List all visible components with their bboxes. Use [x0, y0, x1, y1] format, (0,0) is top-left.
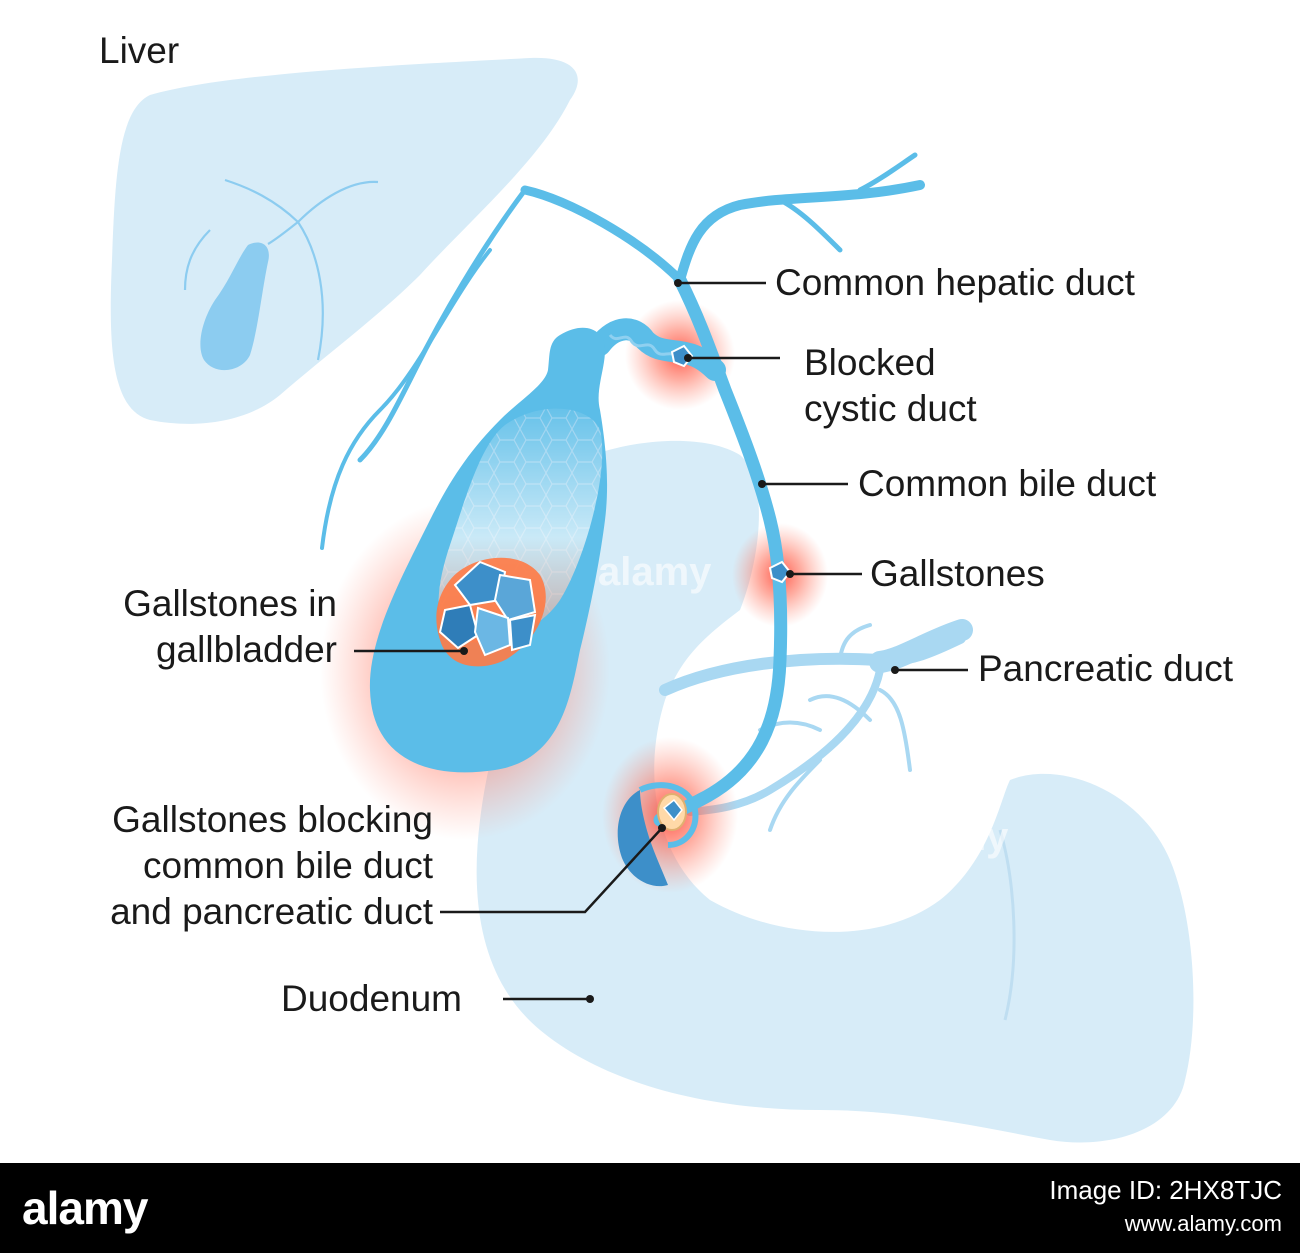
label-gallstones-in-gallbladder-1: Gallstones in — [123, 583, 337, 624]
label-gallstones: Gallstones — [870, 553, 1045, 594]
watermark-image-id: Image ID: 2HX8TJC — [1049, 1175, 1282, 1205]
duodenum-fold — [998, 829, 1016, 1021]
leader-lines — [354, 281, 968, 1001]
watermark-site: www.alamy.com — [1124, 1211, 1282, 1236]
label-pancreatic-duct: Pancreatic duct — [978, 648, 1234, 689]
label-common-bile-duct: Common bile duct — [858, 463, 1157, 504]
watermark-brand: alamy — [22, 1182, 148, 1234]
liver-ducts — [183, 178, 379, 361]
svg-text:alamy: alamy — [895, 815, 1009, 859]
cystic-spiral — [608, 333, 680, 360]
svg-text:alamy: alamy — [598, 550, 712, 594]
liver-gallbladder-shape — [200, 242, 269, 371]
label-blocking-1: Gallstones blocking — [112, 799, 433, 840]
gallstones-cluster — [436, 557, 546, 667]
label-blocking-2: common bile duct — [143, 845, 433, 886]
label-liver: Liver — [99, 30, 180, 71]
label-gallstones-in-gallbladder-2: gallbladder — [155, 629, 337, 670]
label-blocked-cystic-duct-1: Blocked — [804, 342, 936, 383]
label-duodenum: Duodenum — [281, 978, 463, 1019]
label-blocked-cystic-duct-2: cystic duct — [804, 388, 977, 429]
liver-shape — [110, 57, 578, 424]
label-common-hepatic-duct: Common hepatic duct — [775, 262, 1135, 303]
biliary-diagram: alamy alamy — [110, 57, 1194, 1143]
leader-dots — [460, 279, 899, 1003]
label-blocking-3: and pancreatic duct — [110, 891, 433, 932]
watermark-bar: alamy Image ID: 2HX8TJC www.alamy.com — [0, 1163, 1300, 1253]
